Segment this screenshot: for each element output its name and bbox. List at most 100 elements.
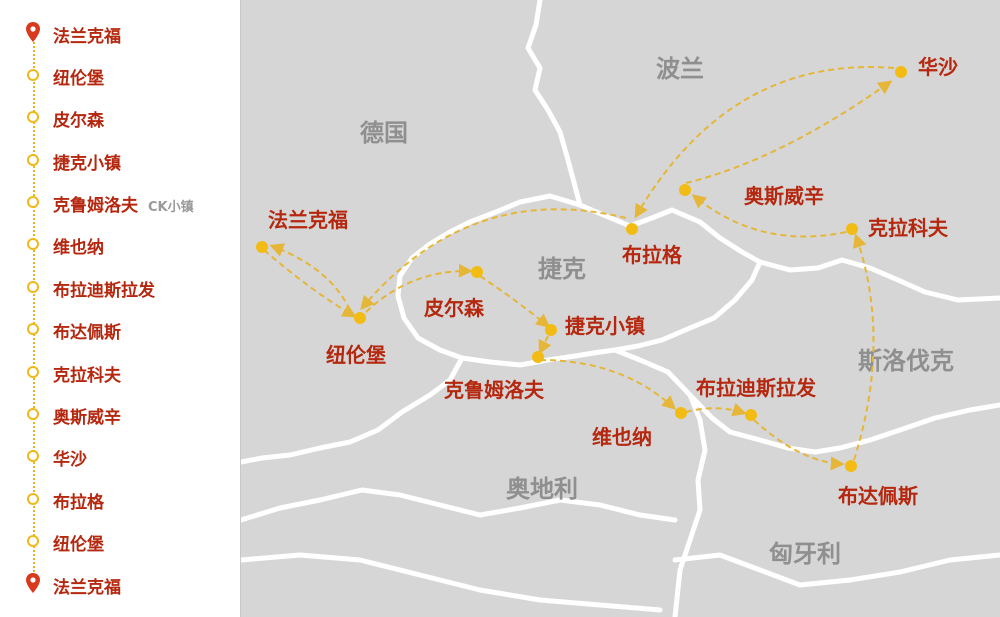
itinerary-item-label: 布拉格 (53, 493, 104, 513)
itinerary-item-label: 法兰克福 (53, 27, 121, 47)
city-label-bratislava: 布拉迪斯拉发 (696, 376, 817, 400)
route-map: 波兰 德国 捷克 斯洛伐克 奥地利 匈牙利 (241, 0, 1000, 617)
itinerary-item-label: 纽伦堡 (53, 69, 104, 89)
route-czech-town-krumlov (538, 335, 552, 355)
circle-marker-icon (27, 323, 39, 335)
circle-marker-icon (27, 69, 39, 81)
city-labels: 法兰克福 纽伦堡 皮尔森 捷克小镇 克鲁姆洛夫 维也纳 布拉迪斯拉发 布达佩斯 … (268, 55, 958, 508)
country-label-czech: 捷克 (538, 255, 586, 283)
circle-marker-icon (27, 154, 39, 166)
circle-marker-icon (27, 238, 39, 250)
route-bratislava-budapest (753, 419, 845, 471)
city-dot-krumlov[interactable] (532, 351, 544, 363)
city-label-czech-town: 捷克小镇 (565, 314, 645, 338)
border-germany-czech (395, 193, 583, 361)
border-slovakia-hungary (687, 392, 1000, 455)
route-vienna-bratislava (685, 402, 747, 417)
city-label-vienna: 维也纳 (592, 425, 652, 449)
itinerary-item-budapest[interactable]: 布达佩斯 (0, 317, 240, 343)
itinerary-item-nuremberg-return[interactable]: 纽伦堡 (0, 529, 240, 555)
border-czech-slovakia (612, 259, 763, 353)
route-nuremberg-pilsen (365, 263, 473, 313)
route-auschwitz-warsaw (685, 80, 893, 184)
circle-marker-icon (27, 196, 39, 208)
itinerary-item-label: 华沙 (53, 450, 87, 470)
itinerary-item-label: 奥斯威辛 (53, 408, 121, 428)
itinerary-item-krakow[interactable]: 克拉科夫 (0, 360, 240, 386)
itinerary-item-prague[interactable]: 布拉格 (0, 487, 240, 513)
country-labels: 波兰 德国 捷克 斯洛伐克 奥地利 匈牙利 (360, 55, 954, 568)
itinerary-item-auschwitz[interactable]: 奥斯威辛 (0, 402, 240, 428)
city-label-warsaw: 华沙 (918, 55, 958, 79)
country-label-austria: 奥地利 (506, 475, 578, 503)
itinerary-item-warsaw[interactable]: 华沙 (0, 444, 240, 470)
border-czech-poland (577, 202, 763, 265)
itinerary-item-label-text: 克鲁姆洛夫 (53, 196, 138, 216)
border-austria-slovakia (612, 347, 693, 398)
city-dot-bratislava[interactable] (745, 409, 757, 421)
itinerary-item-pilsen[interactable]: 皮尔森 (0, 105, 240, 131)
itinerary-item-label: 捷克小镇 (53, 154, 121, 174)
circle-marker-icon (27, 408, 39, 420)
city-dot-czech-town[interactable] (545, 324, 557, 336)
border-southwest (241, 552, 663, 613)
city-label-krumlov: 克鲁姆洛夫 (444, 378, 545, 402)
city-dot-budapest[interactable] (845, 460, 857, 472)
city-dot-prague[interactable] (626, 223, 638, 235)
city-dots (256, 66, 907, 472)
border-austria-south (241, 487, 678, 523)
land-background (241, 0, 1000, 617)
route-pilsen-czech-town (479, 275, 551, 328)
circle-marker-icon (27, 111, 39, 123)
country-label-poland: 波兰 (656, 55, 704, 83)
circle-marker-icon (27, 450, 39, 462)
circle-marker-icon (27, 366, 39, 378)
route-warsaw-prague (634, 66, 895, 219)
city-dot-warsaw[interactable] (895, 66, 907, 78)
circle-marker-icon (27, 535, 39, 547)
itinerary-item-label: 布拉迪斯拉发 (53, 281, 155, 301)
city-label-frankfurt: 法兰克福 (268, 208, 348, 232)
location-pin-icon (26, 573, 40, 593)
itinerary-item-bratislava[interactable]: 布拉迪斯拉发 (0, 275, 240, 301)
city-dot-vienna[interactable] (675, 407, 687, 419)
route-lines (263, 66, 895, 471)
itinerary-item-label: 法兰克福 (53, 578, 121, 598)
city-dot-frankfurt[interactable] (256, 241, 268, 253)
route-krakow-auschwitz (691, 194, 847, 238)
country-label-germany: 德国 (360, 119, 408, 147)
itinerary-item-frankfurt-end[interactable]: 法兰克福 (0, 572, 240, 598)
route-prague-nuremberg (360, 208, 627, 311)
location-pin-icon (26, 22, 40, 42)
itinerary-item-vienna[interactable]: 维也纳 (0, 232, 240, 258)
circle-marker-icon (27, 493, 39, 505)
itinerary-item-label: 布达佩斯 (53, 323, 121, 343)
itinerary-item-label: 皮尔森 (53, 111, 104, 131)
itinerary-item-nuremberg[interactable]: 纽伦堡 (0, 63, 240, 89)
itinerary-connector-line (33, 34, 35, 584)
itinerary-item-frankfurt-start[interactable]: 法兰克福 (0, 21, 240, 47)
city-dot-pilsen[interactable] (471, 266, 483, 278)
city-label-pilsen: 皮尔森 (424, 296, 485, 320)
itinerary-item-czech-town[interactable]: 捷克小镇 (0, 148, 240, 174)
border-slovakia-poland (757, 257, 1000, 303)
city-label-prague: 布拉格 (622, 243, 683, 267)
border-germany-austria (241, 355, 465, 465)
city-label-krakow: 克拉科夫 (868, 216, 949, 240)
circle-marker-icon (27, 281, 39, 293)
city-dot-nuremberg[interactable] (354, 312, 366, 324)
itinerary-item-label: 维也纳 (53, 238, 104, 258)
country-borders (241, 0, 1000, 617)
city-dot-krakow[interactable] (846, 223, 858, 235)
city-label-nuremberg: 纽伦堡 (326, 343, 386, 367)
itinerary-item-label: 纽伦堡 (53, 535, 104, 555)
route-krumlov-vienna (539, 359, 677, 410)
itinerary-item-label: 克拉科夫 (53, 366, 121, 386)
city-dot-auschwitz[interactable] (679, 184, 691, 196)
border-hungary-south (672, 552, 1000, 588)
route-budapest-krakow (853, 233, 875, 461)
